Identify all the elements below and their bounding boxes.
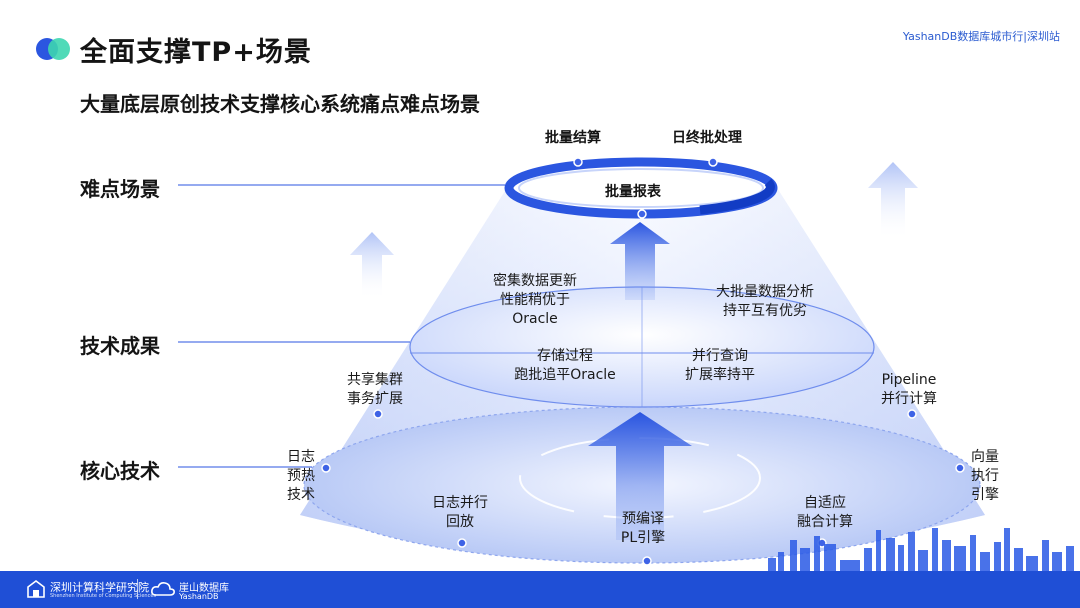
city-skyline-icon <box>768 528 1074 572</box>
label-precompile: 预编译 PL引擎 <box>620 511 666 546</box>
row-label-difficult: 难点场景 <box>80 177 160 201</box>
label-parallel-query: 并行查询 扩展率持平 <box>685 348 755 383</box>
yashan-cloud-logo-icon <box>151 582 175 596</box>
node-dots <box>321 157 965 566</box>
event-label: YashanDB数据库城市行|深圳站 <box>902 30 1060 43</box>
page-title: 全面支撑TP+场景 <box>80 37 312 68</box>
brand-name: 崖山数据库 <box>179 583 229 594</box>
page-subtitle: 大量底层原创技术支撑核心系统痛点难点场景 <box>80 92 480 116</box>
brand-name-en: YashanDB <box>179 592 219 601</box>
label-adaptive: 自适应 融合计算 <box>797 495 853 530</box>
institute-logo-icon <box>27 580 45 598</box>
upward-arrow-icon <box>588 222 692 540</box>
label-big-analysis: 大批量数据分析 持平互有优劣 <box>716 284 814 319</box>
footer-bar: 深圳计算科学研究院 Shenzhen Institute of Computin… <box>0 571 1080 608</box>
label-log-preheat: 日志 预热 技术 <box>287 449 315 503</box>
label-pipeline: Pipeline 并行计算 <box>881 372 937 407</box>
label-log-parallel: 日志并行 回放 <box>432 495 488 530</box>
row-label-core: 核心技术 <box>80 459 160 483</box>
ghost-arrow-left-icon <box>350 232 394 300</box>
institute-name-en: Shenzhen Institute of Computing Sciences <box>50 593 157 599</box>
label-dense-update: 密集数据更新 性能稍优于 Oracle <box>493 273 577 327</box>
label-vector-engine: 向量 执行 引擎 <box>971 449 999 503</box>
institute-name: 深圳计算科学研究院 <box>50 581 149 594</box>
label-batch-report: 批量报表 <box>605 184 661 200</box>
label-eod-process: 日终批处理 <box>672 130 742 146</box>
label-shared-cluster: 共享集群 事务扩展 <box>347 372 403 407</box>
row-label-results: 技术成果 <box>80 334 160 358</box>
ghost-arrow-right-icon <box>868 162 918 240</box>
label-stored-proc: 存储过程 跑批追平Oracle <box>514 348 616 383</box>
label-batch-settle: 批量结算 <box>545 130 601 146</box>
brand-dots-icon <box>36 37 70 61</box>
top-ring <box>504 157 778 219</box>
